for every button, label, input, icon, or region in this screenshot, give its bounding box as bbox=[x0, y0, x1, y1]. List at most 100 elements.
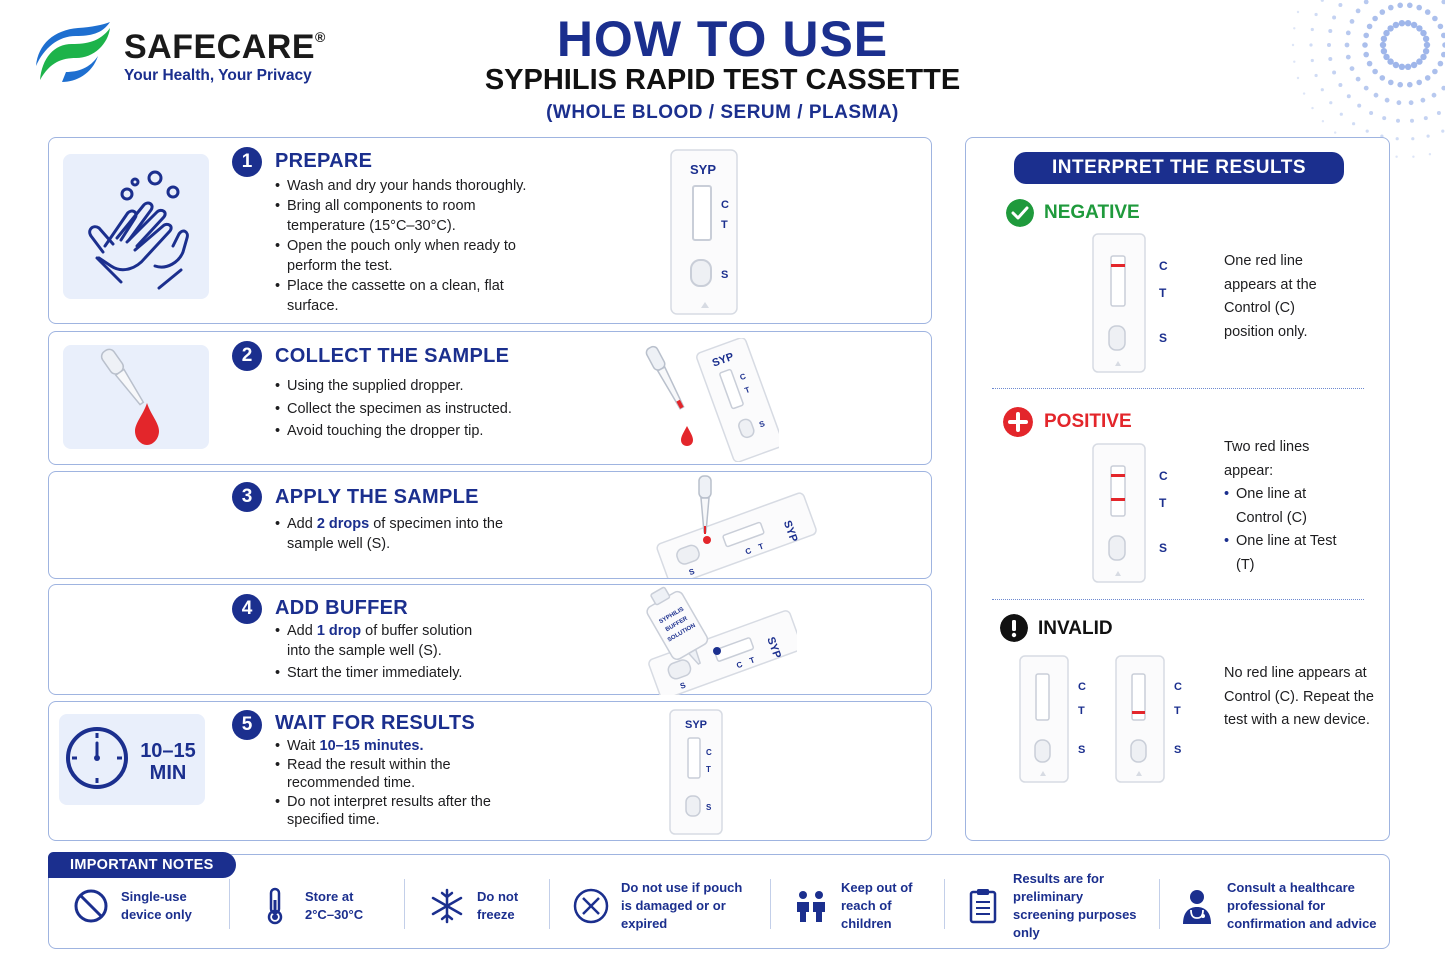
burst-dot bbox=[1424, 75, 1431, 81]
burst-dot bbox=[1441, 85, 1445, 91]
svg-text:T: T bbox=[1159, 286, 1167, 300]
check-circle-icon bbox=[1006, 199, 1034, 227]
step-title: WAIT FOR RESULTS bbox=[275, 712, 475, 734]
burst-dot bbox=[1320, 88, 1324, 92]
burst-dot bbox=[1407, 81, 1413, 88]
burst-dot bbox=[1423, 116, 1428, 121]
note-item: Store at 2°C–30°C bbox=[255, 877, 405, 935]
instruction-item: Avoid touching the dropper tip. bbox=[275, 420, 575, 443]
plus-circle-icon bbox=[1003, 407, 1033, 437]
timer-clock-icon bbox=[66, 727, 128, 789]
invalid-label: INVALID bbox=[1038, 618, 1113, 639]
instruction-item: Bring all components to room temperature… bbox=[275, 196, 535, 236]
burst-dot bbox=[1410, 118, 1414, 123]
burst-dot bbox=[1420, 97, 1426, 103]
burst-dot bbox=[1408, 100, 1414, 106]
burst-dot bbox=[1437, 23, 1444, 30]
burst-dot bbox=[1369, 111, 1374, 115]
burst-dot bbox=[1296, 10, 1300, 14]
instruction-item: Read the result within the recommended t… bbox=[275, 756, 495, 793]
snowflake-icon bbox=[431, 888, 463, 924]
specimen-types: (WHOLE BLOOD / SERUM / PLASMA) bbox=[546, 102, 899, 123]
burst-dot bbox=[1411, 137, 1415, 141]
thermometer-icon bbox=[267, 887, 283, 925]
svg-text:T: T bbox=[721, 219, 728, 231]
step-number: 3 bbox=[232, 482, 262, 512]
burst-dot bbox=[1338, 3, 1343, 7]
burst-dot bbox=[1357, 103, 1362, 108]
step-card-collect: 2 COLLECT THE SAMPLE Using the supplied … bbox=[48, 331, 932, 465]
burst-dot bbox=[1432, 15, 1438, 22]
burst-dot bbox=[1339, 112, 1343, 116]
note-item: Keep out of reach of children bbox=[791, 877, 951, 935]
burst-dot bbox=[1328, 57, 1333, 61]
hand-washing-icon bbox=[88, 170, 189, 290]
page-title: HOW TO USE bbox=[556, 11, 889, 67]
instruction-item: Start the timer immediately. bbox=[275, 663, 495, 683]
burst-dot bbox=[1345, 30, 1351, 36]
burst-dot bbox=[1392, 61, 1400, 69]
note-item: Consult a healthcare professional for co… bbox=[1177, 877, 1387, 935]
note-item: Do not freeze bbox=[427, 877, 547, 935]
burst-dot bbox=[1355, 8, 1361, 14]
burst-dot bbox=[1345, 54, 1351, 60]
instruction-item: Open the pouch only when ready to perfor… bbox=[275, 236, 535, 276]
burst-dot bbox=[1296, 76, 1300, 80]
svg-text:SYP: SYP bbox=[690, 162, 716, 177]
burst-dot bbox=[1404, 20, 1412, 27]
burst-dot bbox=[1352, 122, 1356, 126]
timer-duration: 10–15 MIN bbox=[140, 740, 196, 784]
burst-dot bbox=[1293, 60, 1296, 63]
decorative-burst-icon bbox=[1291, 0, 1445, 158]
burst-dot bbox=[1349, 19, 1355, 24]
instruction-item: Wait 10–15 minutes. bbox=[275, 737, 495, 756]
burst-dot bbox=[1420, 53, 1427, 61]
burst-dot bbox=[1379, 9, 1386, 15]
burst-dot bbox=[1420, 29, 1427, 37]
safecare-logo-icon bbox=[36, 22, 110, 82]
burst-dot bbox=[1441, 129, 1445, 133]
burst-dot bbox=[1410, 21, 1418, 29]
burst-dot bbox=[1416, 4, 1422, 11]
burst-dot bbox=[1363, 32, 1369, 39]
divider bbox=[770, 879, 771, 929]
svg-text:S: S bbox=[679, 680, 688, 691]
divider bbox=[404, 879, 405, 929]
burst-dot bbox=[1334, 131, 1337, 134]
step-number: 4 bbox=[232, 594, 262, 624]
instruction-item: Add 2 drops of specimen into the sample … bbox=[275, 514, 505, 554]
negative-cassette-illustration: C T S bbox=[1092, 233, 1168, 373]
test-cassette-illustration: SYP C T S bbox=[670, 149, 738, 315]
burst-dot bbox=[1398, 63, 1406, 70]
burst-dot bbox=[1346, 94, 1351, 99]
step-instructions: Add 2 drops of specimen into the sample … bbox=[275, 514, 505, 554]
divider bbox=[992, 388, 1364, 389]
burst-dot bbox=[1426, 134, 1430, 138]
step-icon-tile bbox=[63, 154, 209, 299]
burst-dot bbox=[1431, 92, 1437, 98]
divider bbox=[229, 879, 230, 929]
burst-dot bbox=[1379, 75, 1386, 81]
svg-text:S: S bbox=[721, 269, 728, 281]
burst-dot bbox=[1432, 68, 1438, 75]
burst-dot bbox=[1314, 12, 1318, 17]
step-number: 2 bbox=[232, 341, 262, 371]
burst-dot bbox=[1291, 43, 1295, 47]
negative-description: One red line appears at the Control (C) … bbox=[1224, 253, 1317, 340]
burst-dot bbox=[1363, 51, 1369, 58]
svg-text:S: S bbox=[706, 803, 712, 812]
brand-tagline: Your Health, Your Privacy bbox=[124, 67, 312, 84]
burst-dot bbox=[1396, 100, 1402, 106]
svg-text:SYP: SYP bbox=[685, 719, 707, 731]
dropper-and-cassette-illustration: SYP C T S bbox=[645, 338, 779, 462]
step-icon-tile bbox=[63, 345, 209, 449]
exclamation-circle-icon bbox=[1000, 614, 1028, 642]
burst-dot bbox=[1314, 73, 1318, 78]
divider bbox=[549, 879, 550, 929]
svg-text:S: S bbox=[1159, 331, 1167, 345]
burst-dot bbox=[1380, 48, 1388, 55]
burst-dot bbox=[1416, 25, 1423, 32]
burst-dot bbox=[1416, 58, 1423, 65]
svg-text:S: S bbox=[688, 567, 697, 578]
burst-dot bbox=[1328, 29, 1333, 33]
